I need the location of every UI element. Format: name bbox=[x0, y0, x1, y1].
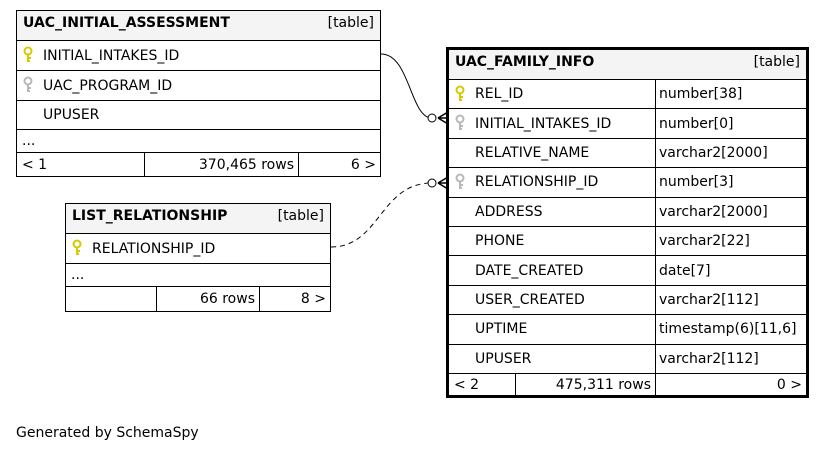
column-row[interactable]: UPTIME timestamp(6)[11,6] bbox=[449, 314, 806, 344]
column-row[interactable]: RELATIONSHIP_ID number[3] bbox=[449, 167, 806, 197]
column-type: varchar2[2000] bbox=[659, 203, 768, 220]
table-list-relationship[interactable]: LIST_RELATIONSHIP [table] RELATIONSHIP_I… bbox=[65, 203, 331, 312]
table-kind: [table] bbox=[277, 208, 324, 224]
column-row[interactable]: RELATIONSHIP_ID bbox=[66, 233, 330, 263]
generated-by-footer: Generated by SchemaSpy bbox=[16, 425, 199, 441]
table-uac-initial-assessment[interactable]: UAC_INITIAL_ASSESSMENT [table] INITIAL_I… bbox=[16, 10, 381, 177]
table-name[interactable]: UAC_INITIAL_ASSESSMENT bbox=[23, 15, 230, 31]
edge-initial-intakes-optional-marker bbox=[427, 113, 437, 123]
more-columns-label: ... bbox=[71, 267, 85, 283]
column-name: REL_ID bbox=[475, 86, 524, 103]
table-header: LIST_RELATIONSHIP [table] bbox=[66, 204, 330, 233]
edge-relationship-id bbox=[330, 182, 433, 248]
column-name: INITIAL_INTAKES_ID bbox=[475, 115, 612, 132]
column-type: varchar2[112] bbox=[659, 291, 759, 308]
column-type: number[0] bbox=[659, 115, 734, 132]
table-nav-row: < 1 370,465 rows 6 > bbox=[17, 152, 380, 176]
table-kind: [table] bbox=[327, 15, 374, 31]
table-header: UAC_FAMILY_INFO [table] bbox=[449, 50, 806, 79]
column-type: number[3] bbox=[659, 174, 734, 191]
column-row[interactable]: USER_CREATED varchar2[112] bbox=[449, 284, 806, 315]
column-name: USER_CREATED bbox=[475, 291, 585, 308]
more-columns-row[interactable]: ... bbox=[66, 263, 330, 286]
column-name: RELATIONSHIP_ID bbox=[475, 174, 599, 191]
nav-next[interactable]: 6 > bbox=[350, 156, 376, 173]
column-type: varchar2[2000] bbox=[659, 144, 768, 161]
column-row[interactable]: RELATIVE_NAME varchar2[2000] bbox=[449, 137, 806, 168]
table-header: UAC_INITIAL_ASSESSMENT [table] bbox=[17, 11, 380, 40]
column-row[interactable]: INITIAL_INTAKES_ID number[0] bbox=[449, 108, 806, 138]
column-name: UAC_PROGRAM_ID bbox=[43, 77, 173, 94]
table-nav-row: < 2 475,311 rows 0 > bbox=[449, 373, 806, 395]
column-row[interactable]: DATE_CREATED date[7] bbox=[449, 255, 806, 285]
table-uac-family-info[interactable]: UAC_FAMILY_INFO [table] REL_ID number[38]… bbox=[446, 47, 809, 398]
column-name: ADDRESS bbox=[475, 203, 543, 220]
column-name: UPTIME bbox=[475, 321, 528, 338]
column-type: number[38] bbox=[659, 86, 743, 103]
column-row[interactable]: REL_ID number[38] bbox=[449, 79, 806, 109]
row-count: 370,465 rows bbox=[198, 156, 294, 173]
column-row[interactable]: PHONE varchar2[22] bbox=[449, 226, 806, 256]
column-name: DATE_CREATED bbox=[475, 262, 584, 279]
column-type: varchar2[112] bbox=[659, 350, 759, 367]
column-name: PHONE bbox=[475, 233, 525, 250]
nav-prev[interactable]: < 2 bbox=[454, 376, 480, 393]
primary-key-icon bbox=[455, 85, 465, 101]
edge-relationship-id-optional-marker bbox=[427, 178, 437, 188]
column-type: varchar2[22] bbox=[659, 233, 750, 250]
table-name[interactable]: UAC_FAMILY_INFO bbox=[455, 54, 595, 70]
table-nav-row: 66 rows 8 > bbox=[66, 286, 330, 311]
more-columns-label: ... bbox=[22, 133, 36, 149]
primary-key-icon bbox=[23, 46, 33, 62]
nav-prev[interactable]: < 1 bbox=[22, 156, 48, 173]
table-name[interactable]: LIST_RELATIONSHIP bbox=[72, 208, 228, 224]
column-row[interactable]: UAC_PROGRAM_ID bbox=[17, 70, 380, 100]
column-name: RELATIVE_NAME bbox=[475, 144, 590, 161]
column-type: date[7] bbox=[659, 262, 711, 279]
foreign-key-icon bbox=[455, 114, 465, 131]
column-name: INITIAL_INTAKES_ID bbox=[43, 47, 180, 64]
edge-initial-intakes bbox=[380, 53, 433, 119]
column-name: UPUSER bbox=[475, 350, 532, 367]
nav-next[interactable]: 0 > bbox=[776, 376, 802, 393]
primary-key-icon bbox=[72, 239, 82, 255]
column-row[interactable]: UPUSER bbox=[17, 100, 380, 129]
column-row[interactable]: ADDRESS varchar2[2000] bbox=[449, 196, 806, 226]
column-row[interactable]: INITIAL_INTAKES_ID bbox=[17, 40, 380, 70]
row-count: 475,311 rows bbox=[555, 376, 651, 393]
foreign-key-icon bbox=[23, 76, 33, 92]
column-type: timestamp(6)[11,6] bbox=[659, 321, 797, 338]
row-count: 66 rows bbox=[199, 291, 255, 307]
column-row[interactable]: UPUSER varchar2[112] bbox=[449, 343, 806, 373]
foreign-key-icon bbox=[455, 173, 465, 190]
table-kind: [table] bbox=[753, 54, 800, 70]
column-name: RELATIONSHIP_ID bbox=[92, 240, 216, 257]
column-name: UPUSER bbox=[43, 107, 100, 123]
nav-next[interactable]: 8 > bbox=[300, 291, 326, 307]
more-columns-row[interactable]: ... bbox=[17, 129, 380, 152]
